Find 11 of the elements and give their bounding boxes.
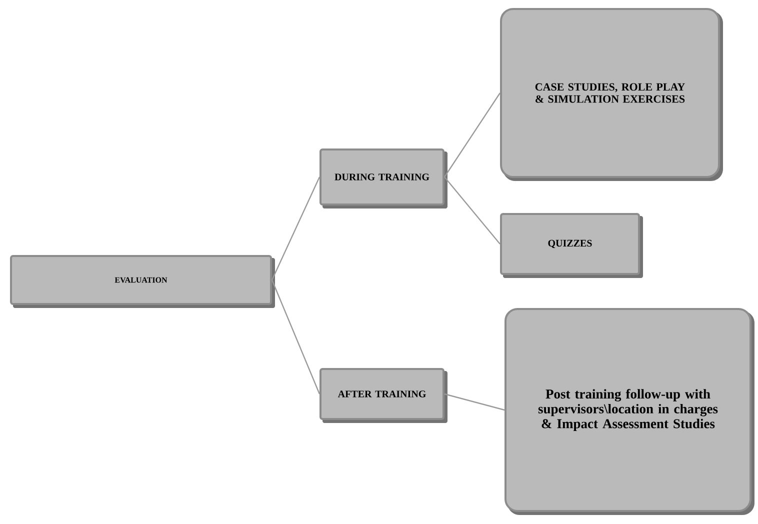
connector-line xyxy=(444,92,500,178)
box: CASE STUDIES, ROLE PLAY & SIMULATION EXERCISES xyxy=(500,8,723,181)
connector-line xyxy=(271,176,320,280)
box: AFTER TRAINING xyxy=(320,368,448,423)
box: DURING TRAINING xyxy=(320,148,448,208)
box: EVALUATION xyxy=(10,255,275,308)
connector-line xyxy=(271,280,320,394)
connector-line xyxy=(444,393,505,411)
box: QUIZZES xyxy=(500,213,643,278)
box: Post training follow-up with supervisors\location in charges & Impact Assessment Studies xyxy=(504,308,754,515)
connector-line xyxy=(444,176,500,244)
